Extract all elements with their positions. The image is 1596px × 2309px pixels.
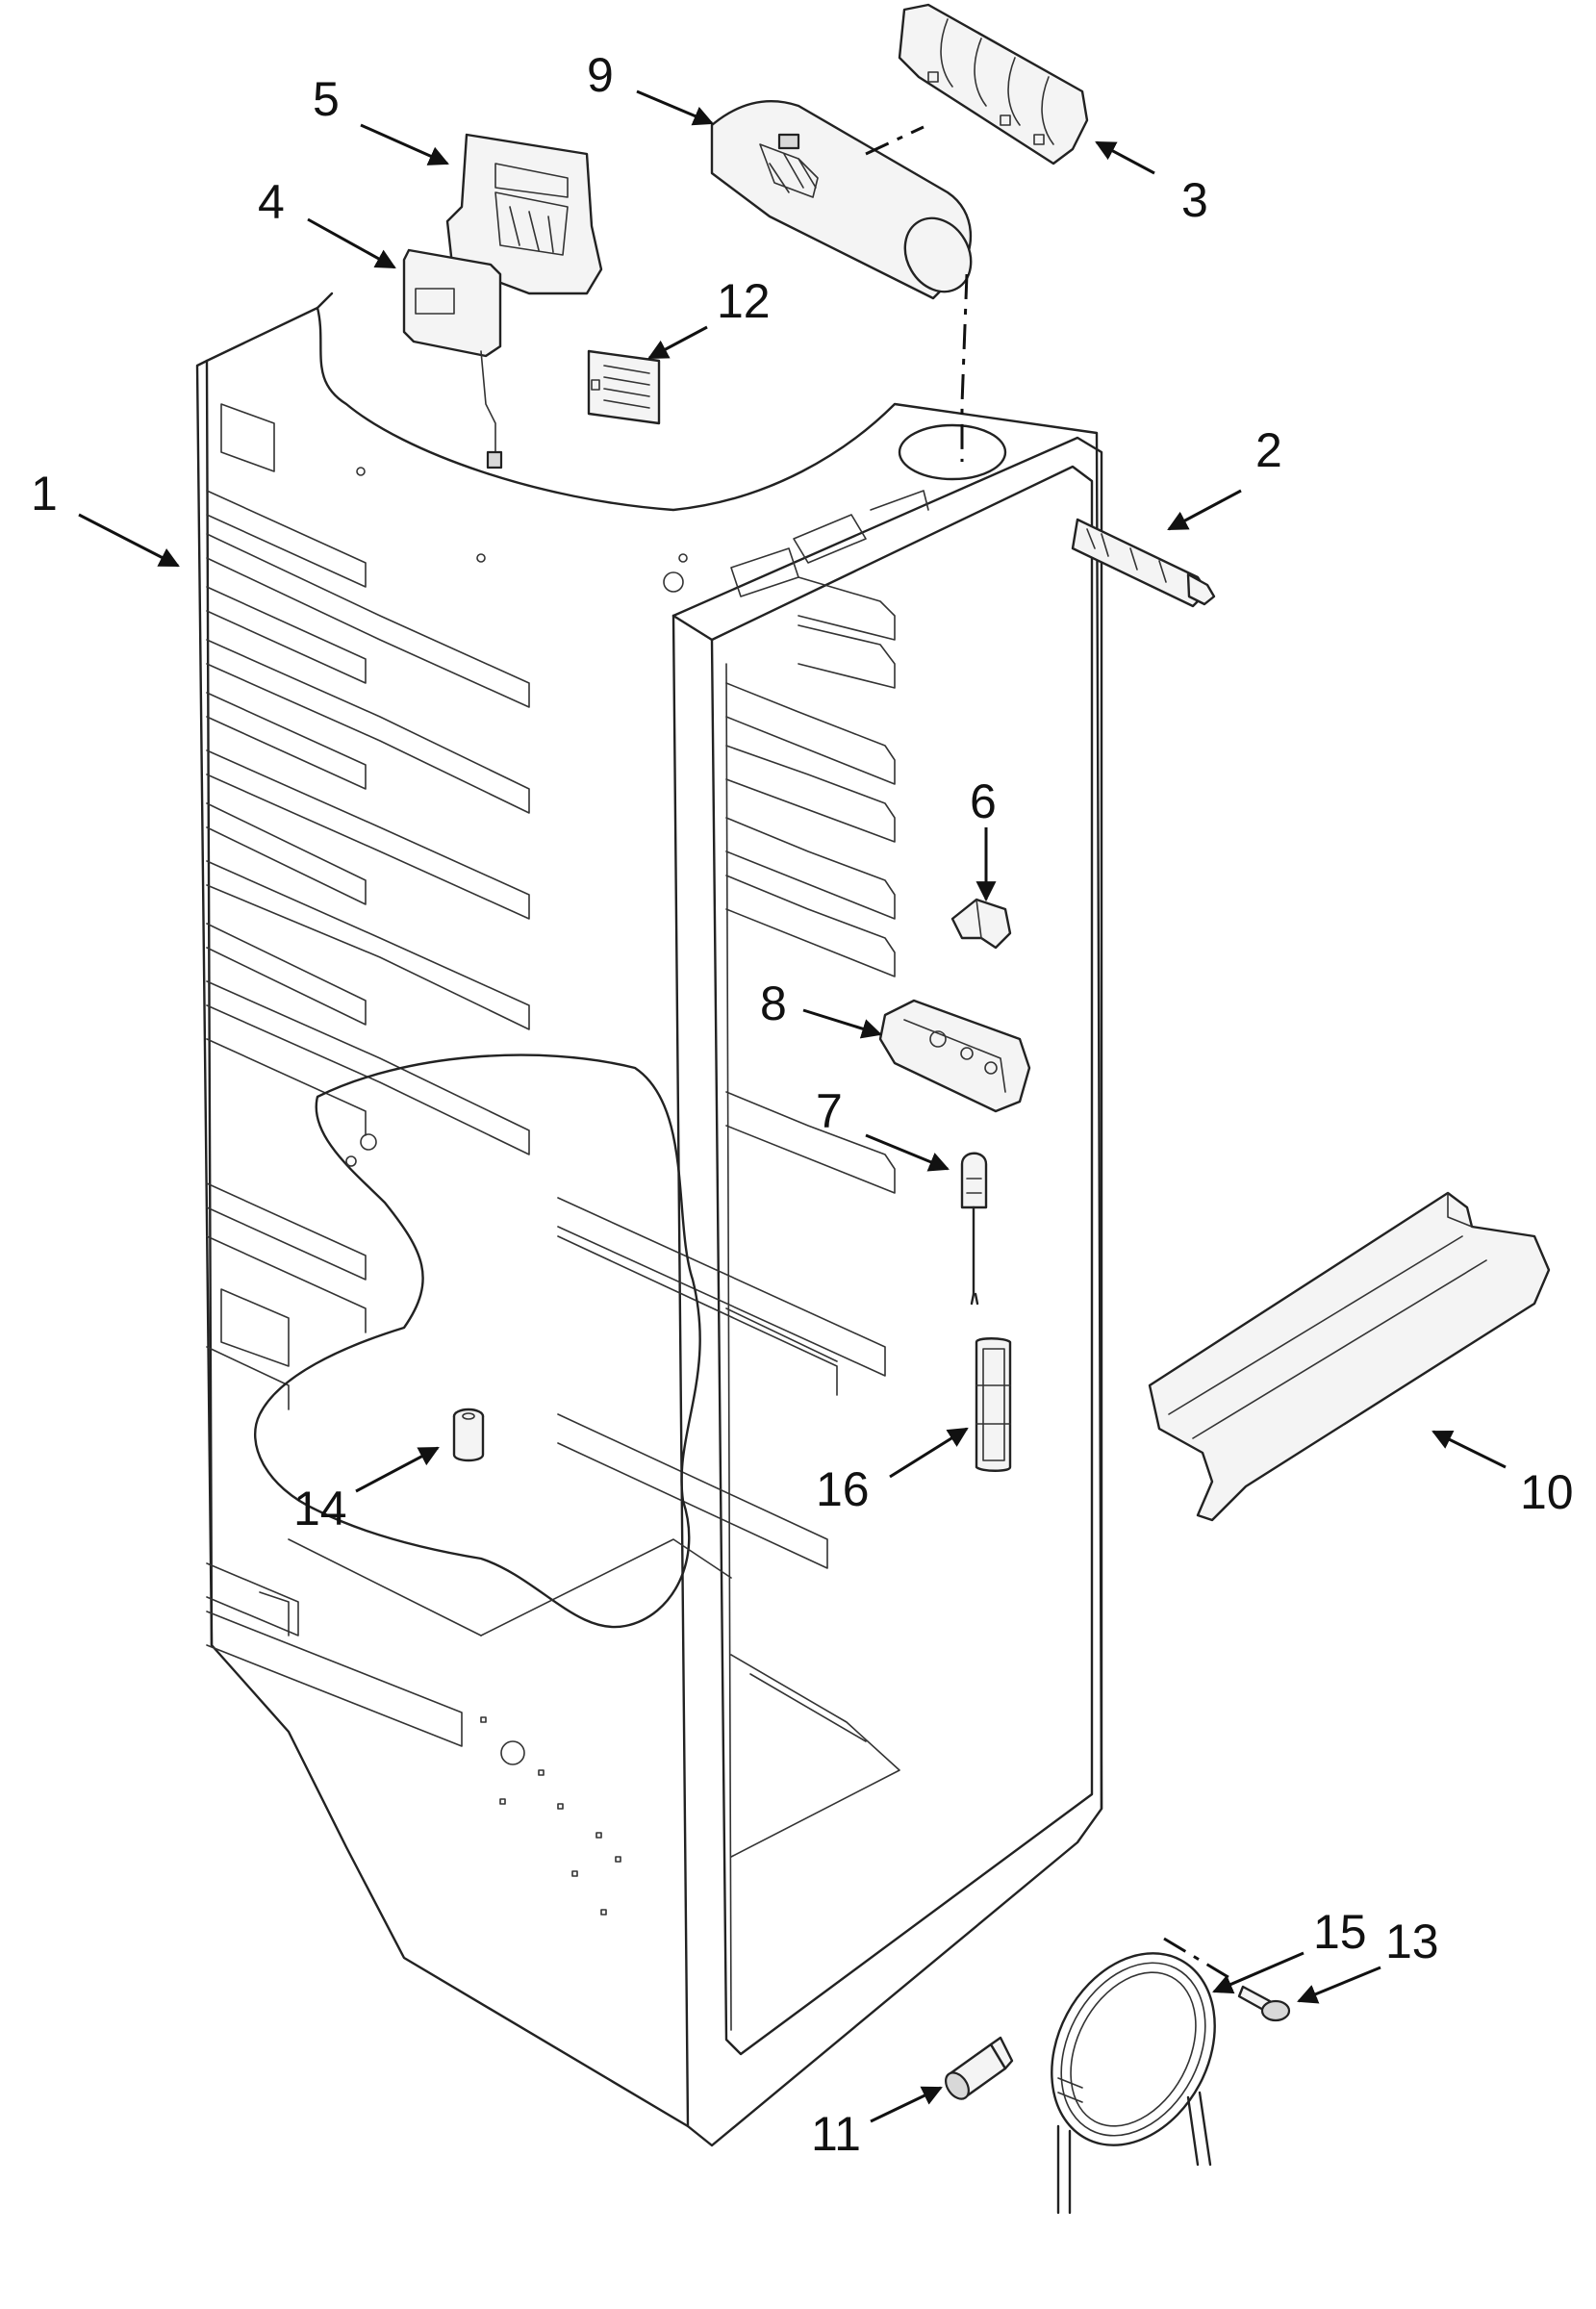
- callout-3: 3: [1181, 173, 1208, 227]
- assembly-line-3-9: [865, 125, 925, 156]
- leader-2: [1167, 489, 1242, 531]
- screw: [1237, 1985, 1291, 2022]
- refrigerator-liner: [195, 292, 1103, 2147]
- cutaway-outline: [254, 1053, 701, 1629]
- plug: [452, 1408, 485, 1462]
- channel-rail: [1148, 1191, 1551, 1522]
- callout-15: 15: [1313, 1905, 1367, 1959]
- control-housing: [445, 133, 603, 295]
- housing-assembly: [710, 100, 973, 300]
- left-wall-shelf-rails: [206, 490, 530, 1747]
- leader-14: [355, 1446, 440, 1493]
- callout-1: 1: [31, 467, 58, 520]
- leader-16: [889, 1427, 969, 1479]
- callout-2: 2: [1255, 423, 1282, 477]
- leader-9: [636, 89, 714, 126]
- callout-12: 12: [717, 274, 771, 328]
- callout-labels: 1 2 3 4 5 6 7 8 9 10 11 12 13 14 15 16: [31, 48, 1574, 2161]
- callout-4: 4: [258, 175, 285, 229]
- leader-8: [802, 1008, 883, 1039]
- callout-9: 9: [587, 48, 614, 102]
- leader-11: [870, 2086, 943, 2123]
- callout-8: 8: [760, 977, 787, 1030]
- leader-7: [865, 1133, 950, 1172]
- leader-15: [1212, 1951, 1305, 1994]
- callout-10: 10: [1520, 1465, 1574, 1519]
- leader-1: [78, 513, 180, 568]
- callout-13: 13: [1385, 1915, 1439, 1968]
- leader-4: [307, 217, 396, 269]
- assembly-line-15-13: [1163, 1937, 1237, 1984]
- leader-3: [1095, 140, 1155, 175]
- leader-5: [360, 123, 449, 165]
- light-lens: [975, 1337, 1012, 1472]
- tube-connector: [945, 2036, 1014, 2100]
- water-tubing: [1051, 1952, 1216, 2215]
- leader-13: [1297, 1966, 1381, 2004]
- callout-14: 14: [293, 1482, 347, 1535]
- right-wall-shelf-rails: [557, 576, 896, 1569]
- light-housing: [878, 999, 1031, 1113]
- vent-grille: [587, 349, 661, 425]
- water-filter: [1071, 518, 1216, 608]
- curved-cover: [898, 3, 1089, 165]
- clip: [950, 898, 1012, 950]
- callout-6: 6: [970, 774, 997, 828]
- leader-10: [1431, 1430, 1507, 1469]
- light-socket-bulb: [960, 1152, 988, 1306]
- assembly-line-9-liner: [960, 273, 969, 462]
- leader-arrows: [78, 89, 1507, 2123]
- leader-12: [647, 325, 708, 360]
- callout-11: 11: [811, 2107, 861, 2161]
- callout-5: 5: [313, 72, 340, 126]
- callout-7: 7: [816, 1084, 843, 1138]
- electronic-control: [402, 248, 503, 469]
- callout-16: 16: [816, 1462, 870, 1516]
